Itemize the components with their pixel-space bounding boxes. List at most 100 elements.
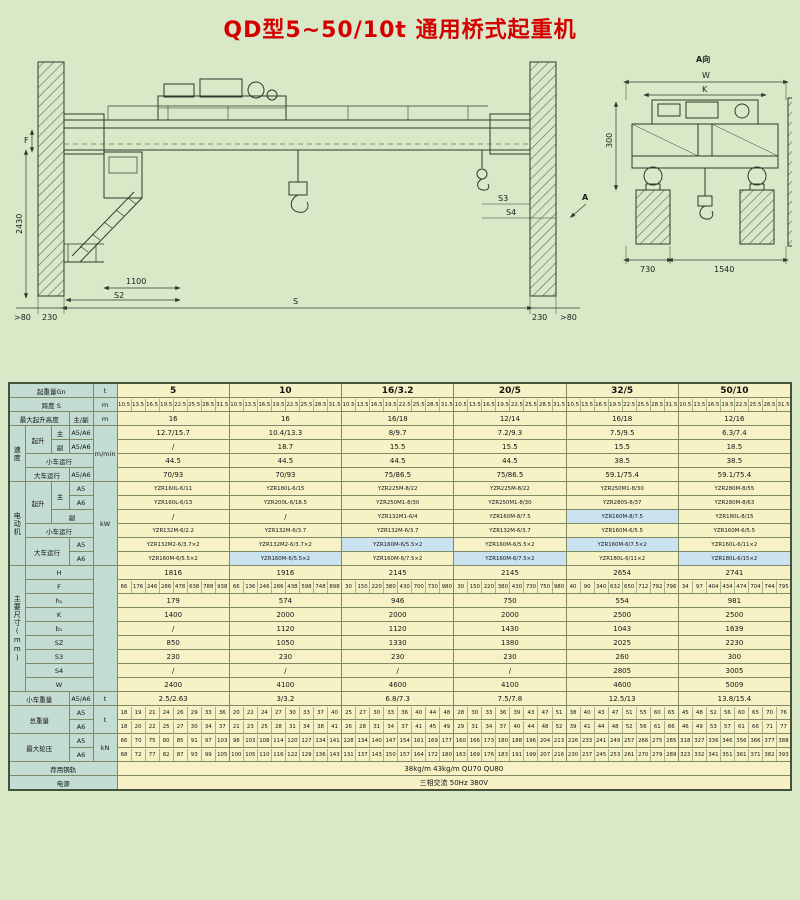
- table-cell: 1043: [565, 621, 679, 636]
- table-cell: YZR225M-8/22: [453, 481, 567, 496]
- table-cell: YZR160M-6/7.5×2: [341, 551, 455, 566]
- table-cell: YZR132M2-6/3.7×2: [116, 537, 230, 552]
- crane-drawings: S 230 230 >80 >80 1100 S2 2430 F S3 S4 A: [14, 54, 800, 322]
- table-cell: 2654: [565, 565, 679, 580]
- dim-230-left-label: 230: [42, 313, 57, 322]
- trolley: [157, 78, 287, 121]
- aux-hook: [476, 150, 490, 191]
- table-cell: 15.5: [341, 439, 455, 454]
- table-cell: YZR160M-6/5.5×2: [228, 551, 343, 566]
- table-cell: 起重量Gn: [8, 382, 94, 398]
- table-cell: 2400: [116, 677, 230, 692]
- table-cell: YZR160M-8/7.5: [453, 509, 567, 524]
- table-cell: 1120: [341, 621, 455, 636]
- main-hook: [288, 150, 309, 213]
- table-cell: YZR132M2-6/3.7×2: [228, 537, 343, 552]
- table-cell: A5/A6: [68, 691, 94, 706]
- table-cell: YZR160M-8/7.5: [565, 509, 679, 524]
- table-cell: A6: [68, 747, 94, 762]
- table-cell: 44.5: [228, 453, 343, 468]
- table-cell: 59.1/75.4: [565, 467, 679, 482]
- table-cell: 230: [116, 649, 230, 664]
- table-cell: S4: [24, 663, 94, 678]
- table-cell: A5/A6: [68, 467, 94, 482]
- table-cell: YZR250M1-8/30: [453, 495, 567, 510]
- table-cell: 2.5/2.63: [116, 691, 230, 706]
- table-cell: 18.5: [677, 439, 792, 454]
- table-cell: /: [116, 439, 230, 454]
- table-cell: 50/10: [677, 382, 792, 398]
- table-row: 电源三相交流 50Hz 380V: [8, 775, 792, 791]
- table-cell: 15.5: [565, 439, 679, 454]
- table-cell: 1400: [116, 607, 230, 622]
- table-cell: YZR160M-6/7.5×2: [453, 551, 567, 566]
- table-cell: 981: [677, 593, 792, 608]
- table-cell: /: [453, 663, 567, 678]
- table-cell: t: [92, 382, 118, 398]
- table-cell: 1916: [228, 565, 343, 580]
- table-cell: 1380: [453, 635, 567, 650]
- table-cell: 44.5: [341, 453, 455, 468]
- table-cell: kN: [92, 733, 118, 762]
- table-cell: 2145: [453, 565, 567, 580]
- table-cell: 1330: [341, 635, 455, 650]
- table-cell: 荐用钢轨: [8, 761, 118, 776]
- table-cell: 12.7/15.7: [116, 425, 230, 440]
- table-cell: 1816: [116, 565, 230, 580]
- table-cell: 三相交流 50Hz 380V: [116, 775, 792, 791]
- table-cell: YZR160M-6/5.5×2: [341, 537, 455, 552]
- table-cell: YZR160M-6/5.5×2: [116, 551, 230, 566]
- table-cell: 75/86.5: [453, 467, 567, 482]
- table-cell: 70/93: [228, 467, 343, 482]
- end-view-crane: [631, 99, 779, 220]
- table-cell: YZR160L-6/11: [116, 481, 230, 496]
- table-cell: 230: [341, 649, 455, 664]
- table-cell: 12/14: [453, 411, 567, 426]
- table-cell: 260: [565, 649, 679, 664]
- table-cell: A5: [68, 733, 94, 748]
- table-cell: K: [24, 607, 94, 622]
- table-cell: YZR280S-8/37: [565, 495, 679, 510]
- table-cell: 4100: [453, 677, 567, 692]
- table-cell: 7.5/9.5: [565, 425, 679, 440]
- table-cell: 跨度 S: [8, 397, 94, 412]
- table-cell: 1120: [228, 621, 343, 636]
- table-cell: YZR160L-6/13: [116, 495, 230, 510]
- table-cell: 230: [228, 649, 343, 664]
- table-cell: YZR180L-6/15: [228, 481, 343, 496]
- table-cell: 小车运行: [24, 523, 94, 538]
- table-cell: 300: [677, 649, 792, 664]
- table-cell: 最大轮压: [8, 733, 70, 762]
- view-a-direction-label: A向: [696, 54, 710, 64]
- side-view-dimension-labels: S 230 230 >80 >80 1100 S2 2430 F S3 S4 A: [14, 136, 589, 322]
- table-cell: 起升: [24, 481, 52, 524]
- end-wall-hatch: [787, 97, 800, 247]
- table-cell: YZR225M-8/22: [341, 481, 455, 496]
- table-cell: 2145: [341, 565, 455, 580]
- table-cell: /: [228, 663, 343, 678]
- table-cell: 574: [228, 593, 343, 608]
- table-cell: 2500: [565, 607, 679, 622]
- table-cell: H: [24, 565, 94, 580]
- table-cell: 1430: [453, 621, 567, 636]
- table-cell: A5: [68, 481, 94, 496]
- table-cell: /: [341, 663, 455, 678]
